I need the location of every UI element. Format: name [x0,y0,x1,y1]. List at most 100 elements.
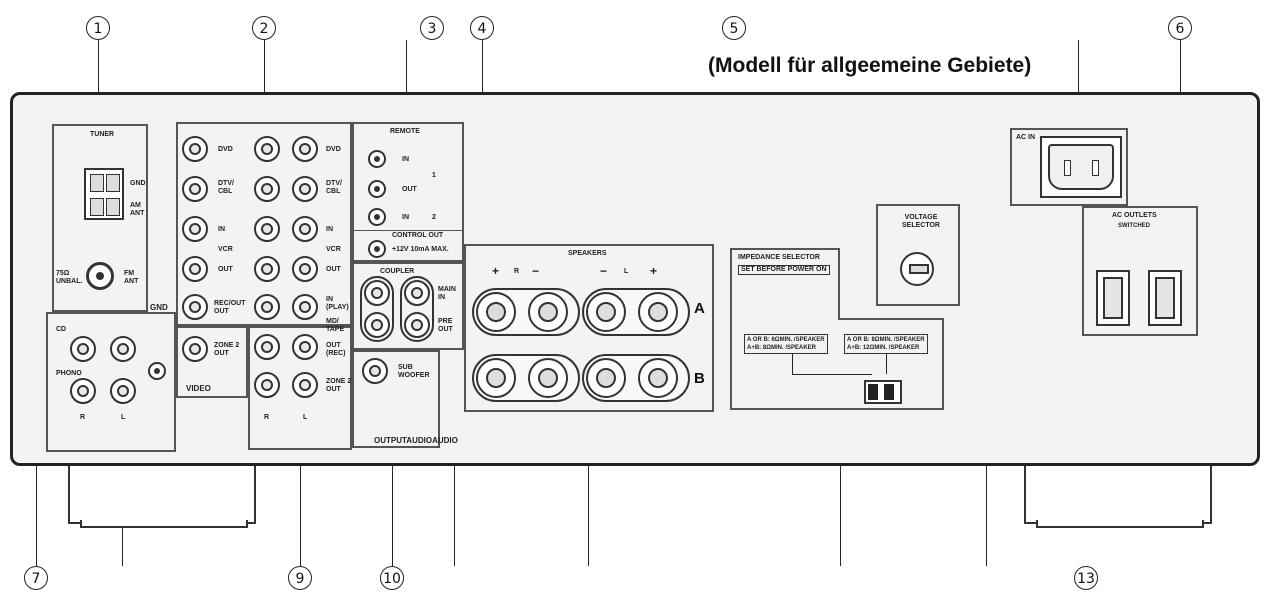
main-in-r-jack[interactable] [364,280,390,306]
audio-jack-zone2-r[interactable] [254,372,280,398]
main-in-l-jack[interactable] [404,280,430,306]
callout-9: 9 [288,566,312,590]
cd-label: CD [56,326,67,333]
audio-jack-zone2-l[interactable] [292,372,318,398]
ac-outlet-1[interactable] [1096,270,1130,326]
impedance-header: IMPEDANCE SELECTOR [738,254,820,261]
audio-jack-vcr-out-l[interactable] [292,256,318,282]
ac-pin-1 [1064,160,1071,176]
audio-jack-md-in-l[interactable] [292,294,318,320]
speaker-a-r-minus[interactable] [528,292,568,332]
impedance-switch-knob [868,384,878,400]
coupler-section [352,262,464,350]
video-jack-vcr-in[interactable] [182,216,208,242]
ac-outlet-2[interactable] [1148,270,1182,326]
audio-jack-md-out-r[interactable] [254,334,280,360]
speaker-a-l-minus[interactable] [586,292,626,332]
remote-section [352,122,464,262]
impedance-section [730,318,944,410]
speaker-b-l-plus[interactable] [638,358,678,398]
impedance-step-v [838,248,840,320]
pre-out-label: PRE OUT [438,318,453,333]
phono-l-label: L [121,414,126,421]
remote-n1: 1 [432,172,436,179]
video-label-rec-out: REC/OUT OUT [214,300,246,315]
left-foot [68,466,256,528]
am-clip-2[interactable] [106,198,120,216]
speaker-a-l-plus[interactable] [638,292,678,332]
impedance-right-spec: A OR B: 8ΩMIN. /SPEAKER A+B: 12ΩMIN. /SP… [844,334,928,354]
video-label-vcr: VCR [218,246,233,253]
video-jack-zone2[interactable] [182,336,208,362]
am-clip[interactable] [90,198,104,216]
audio-jack-vcr-out-r[interactable] [254,256,280,282]
voltage-section [876,204,960,306]
impedance-pointer-left-h [792,374,872,375]
audio-label-dtv: DTV/ CBL [326,180,342,195]
phono-r-label: R [80,414,86,421]
phono-jack-r[interactable] [70,378,96,404]
speaker-b-l-minus[interactable] [586,358,626,398]
pre-out-l-jack[interactable] [404,312,430,338]
audio-label-vcr: VCR [326,246,341,253]
speaker-b-r-plus[interactable] [476,358,516,398]
remote-out-label: OUT [402,186,417,193]
audio-label-dvd: DVD [326,146,341,153]
speakers-header: SPEAKERS [568,250,607,257]
ac-in-label: AC IN [1016,134,1036,141]
speaker-a-r-plus[interactable] [476,292,516,332]
video-jack-dtv[interactable] [182,176,208,202]
cd-jack-r[interactable] [70,336,96,362]
tuner-am-label: AM ANT [130,202,145,217]
tuner-unbal-label: 75Ω UNBAL. [56,270,83,285]
control-out-divider [352,230,464,231]
audio-jack-dtv-r[interactable] [254,176,280,202]
gnd-clip-2[interactable] [106,174,120,192]
cd-jack-l[interactable] [110,336,136,362]
impedance-header-box [730,248,840,318]
diagram-title: (Modell für allgeemeine Gebiete) [708,54,1032,77]
phono-jack-l[interactable] [110,378,136,404]
audio-jack-md-out-l[interactable] [292,334,318,360]
leader-line-impedance [840,410,841,566]
audio-label-play: IN (PLAY) [326,296,349,311]
video-label-zone2: ZONE 2 OUT [214,342,240,357]
video-jack-rec-out[interactable] [182,294,208,320]
subwoofer-jack[interactable] [362,358,388,384]
audio-jack-vcr-in-r[interactable] [254,216,280,242]
speaker-r-plus: + [492,264,500,278]
remote-out-jack[interactable] [368,180,386,198]
leader-line-9 [300,452,301,566]
impedance-switch-knob-2 [884,384,894,400]
callout-4: 4 [470,16,494,40]
video-jack-vcr-out[interactable] [182,256,208,282]
remote-in-1-jack[interactable] [368,150,386,168]
audio-jack-vcr-in-l[interactable] [292,216,318,242]
gnd-clip[interactable] [90,174,104,192]
ac-in-section [1010,128,1128,206]
voltage-header: VOLTAGE SELECTOR [902,214,940,229]
callout-10: 10 [380,566,404,590]
leader-line-2 [264,40,265,122]
gnd-screw[interactable] [148,362,166,380]
ac-outlets-sub: SWITCHED [1118,223,1150,229]
ac-in-socket[interactable] [1048,144,1114,190]
control-out-jack[interactable] [368,240,386,258]
tuner-section [52,124,148,312]
speaker-b-r-minus[interactable] [528,358,568,398]
callout-7: 7 [24,566,48,590]
video-jack-dvd[interactable] [182,136,208,162]
audio-jack-dvd-l[interactable] [292,136,318,162]
audio-jack-dtv-l[interactable] [292,176,318,202]
audio-jack-md-in-r[interactable] [254,294,280,320]
audio-jack-dvd-r[interactable] [254,136,280,162]
speaker-a-label: A [694,300,705,317]
voltage-slot [909,264,929,274]
remote-n2: 2 [432,214,436,221]
leader-line-12 [588,412,589,566]
remote-in-2-jack[interactable] [368,208,386,226]
pre-out-r-jack[interactable] [364,312,390,338]
control-out-header: CONTROL OUT [392,232,444,239]
gnd-label: GND [150,303,168,312]
speakers-section [464,244,714,412]
